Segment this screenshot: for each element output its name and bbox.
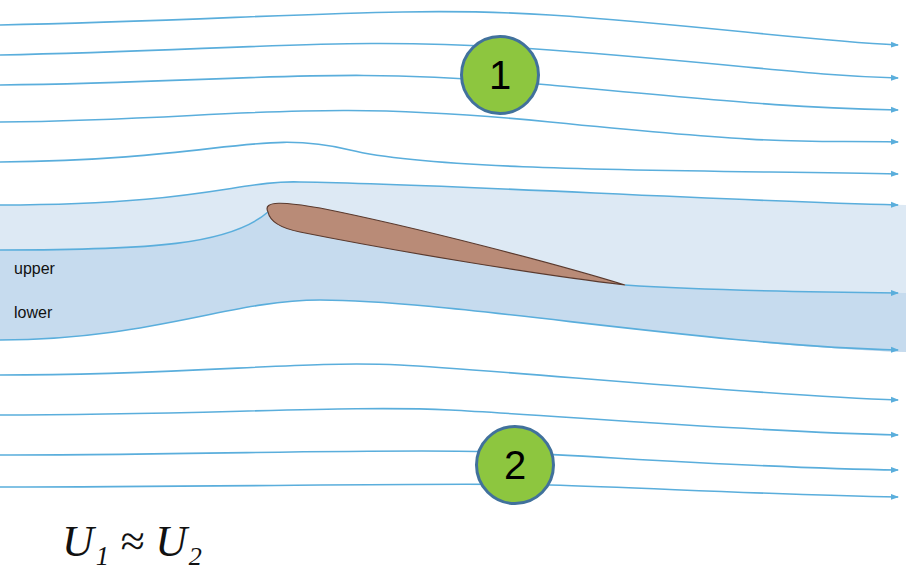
callout-circle: 2 — [475, 425, 555, 505]
band-label: lower — [14, 304, 52, 322]
stagnation-streamline — [0, 212, 268, 250]
airfoil — [267, 203, 625, 285]
streamlines — [0, 12, 898, 497]
callout-number: 1 — [489, 55, 511, 95]
callout-circle: 1 — [460, 35, 540, 115]
lower-stream-tube — [0, 212, 906, 352]
upper-stream-tube — [0, 182, 906, 352]
velocity-relation: U₁ ≈ U₂ — [62, 516, 202, 567]
band-label: upper — [14, 260, 55, 278]
callout-number: 2 — [504, 445, 526, 485]
